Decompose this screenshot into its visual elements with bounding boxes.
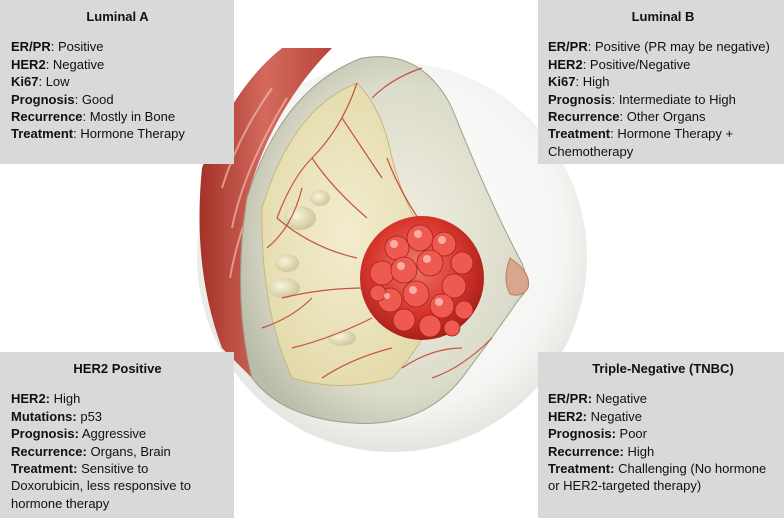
lobule	[328, 330, 356, 346]
her2-positive-prognosis-row: Prognosis: Aggressive	[11, 425, 224, 442]
luminal-b-rows: ER/PR: Positive (PR may be negative) HER…	[548, 38, 778, 160]
row-value: Poor	[619, 426, 647, 442]
row-value: Positive/Negative	[589, 56, 691, 72]
row-label: Mutations:	[11, 408, 77, 424]
her2-positive-mutations-row: Mutations: p53	[11, 408, 224, 425]
luminal-b-erpr-row: ER/PR: Positive (PR may be negative)	[548, 39, 770, 55]
row-label: Ki67	[548, 74, 576, 90]
row-value: Good	[81, 91, 114, 107]
tnbc-rows: ER/PR: Negative HER2: Negative Prognosis…	[548, 390, 778, 494]
breast-anatomy-illustration	[197, 48, 587, 452]
luminal-b-title: Luminal B	[631, 9, 695, 24]
row-value: Challenging (No hormone or HER2-targeted…	[548, 461, 767, 494]
tumor-mass	[360, 216, 484, 340]
row-label: Ki67	[11, 74, 39, 90]
luminal-a-recurrence-row: Recurrence: Mostly in Bone	[11, 109, 176, 125]
row-label: Treatment	[11, 126, 74, 142]
tnbc-erpr-row: ER/PR: Negative	[548, 390, 778, 407]
luminal-b-recurrence-row: Recurrence: Other Organs	[548, 109, 706, 125]
row-label: Recurrence	[548, 109, 620, 125]
tnbc-recurrence-row: Recurrence: High	[548, 443, 778, 460]
row-label: ER/PR	[548, 39, 588, 55]
luminal-a-panel: Luminal A ER/PR: Positive HER2: Negative…	[0, 0, 234, 164]
row-value: Positive	[57, 39, 104, 55]
tnbc-treatment-row: Treatment: Challenging (No hormone or HE…	[548, 460, 778, 495]
row-label: Recurrence:	[548, 443, 624, 459]
row-value: Aggressive	[81, 426, 147, 442]
luminal-b-panel: Luminal B ER/PR: Positive (PR may be neg…	[538, 0, 784, 164]
her2-positive-treatment-row: Treatment: Sensitive to Doxorubicin, les…	[11, 460, 224, 512]
luminal-a-title: Luminal A	[86, 9, 149, 24]
luminal-b-treatment-row: Treatment: Hormone Therapy + Chemotherap…	[548, 126, 734, 159]
luminal-b-her2-row: HER2: Positive/Negative	[548, 56, 691, 72]
row-value: Intermediate to High	[618, 91, 736, 107]
her2-positive-rows: HER2: High Mutations: p53 Prognosis: Agg…	[11, 390, 224, 512]
lobule	[310, 190, 330, 206]
row-value: Mostly in Bone	[89, 109, 176, 125]
nipple	[505, 257, 530, 296]
row-value: Other Organs	[626, 109, 706, 125]
row-value: Low	[45, 74, 70, 90]
row-value: Sensitive to Doxorubicin, less responsiv…	[11, 461, 191, 511]
row-value: Hormone Therapy	[80, 126, 185, 142]
row-value: High	[627, 443, 655, 459]
blood-vessels	[261, 67, 493, 379]
row-label: HER2	[11, 56, 46, 72]
row-value: Negative	[52, 56, 105, 72]
row-label: HER2:	[548, 408, 588, 424]
row-value: p53	[80, 408, 103, 424]
row-value: Negative	[590, 408, 642, 424]
row-label: Treatment	[548, 126, 611, 142]
row-value: Positive (PR may be negative)	[594, 39, 770, 55]
lobule	[284, 206, 316, 230]
row-value: Hormone Therapy + Chemotherapy	[548, 126, 734, 159]
luminal-b-prognosis-row: Prognosis: Intermediate to High	[548, 91, 736, 107]
tnbc-prognosis-row: Prognosis: Poor	[548, 425, 778, 442]
row-label: Treatment:	[548, 461, 615, 477]
row-label: Prognosis:	[11, 426, 79, 442]
row-label: Prognosis:	[548, 426, 616, 442]
tnbc-her2-row: HER2: Negative	[548, 408, 778, 425]
row-label: Treatment:	[11, 461, 78, 477]
tnbc-panel: Triple-Negative (TNBC) ER/PR: Negative H…	[538, 352, 784, 518]
row-label: Prognosis	[548, 91, 612, 107]
luminal-a-erpr-row: ER/PR: Positive	[11, 39, 104, 55]
row-value: High	[582, 74, 610, 90]
row-label: Recurrence:	[11, 443, 87, 459]
luminal-b-ki67-row: Ki67: High	[548, 74, 610, 90]
luminal-a-prognosis-row: Prognosis: Good	[11, 91, 114, 107]
row-label: Recurrence	[11, 109, 83, 125]
her2-positive-title: HER2 Positive	[73, 361, 162, 376]
luminal-a-rows: ER/PR: Positive HER2: Negative Ki67: Low…	[11, 38, 224, 142]
row-label: HER2:	[11, 391, 51, 407]
row-value: Negative	[595, 391, 647, 407]
lobule	[275, 254, 299, 272]
row-label: ER/PR:	[548, 391, 593, 407]
row-value: Organs, Brain	[90, 443, 171, 459]
lobule	[268, 278, 300, 298]
luminal-a-treatment-row: Treatment: Hormone Therapy	[11, 126, 185, 142]
row-label: HER2	[548, 56, 583, 72]
row-value: High	[53, 391, 81, 407]
luminal-a-ki67-row: Ki67: Low	[11, 74, 70, 90]
luminal-a-her2-row: HER2: Negative	[11, 56, 105, 72]
her2-positive-panel: HER2 Positive HER2: High Mutations: p53 …	[0, 352, 234, 518]
row-label: ER/PR	[11, 39, 51, 55]
tnbc-title: Triple-Negative (TNBC)	[592, 361, 734, 376]
her2-positive-recurrence-row: Recurrence: Organs, Brain	[11, 443, 224, 460]
row-label: Prognosis	[11, 91, 75, 107]
her2-positive-her2-row: HER2: High	[11, 390, 224, 407]
